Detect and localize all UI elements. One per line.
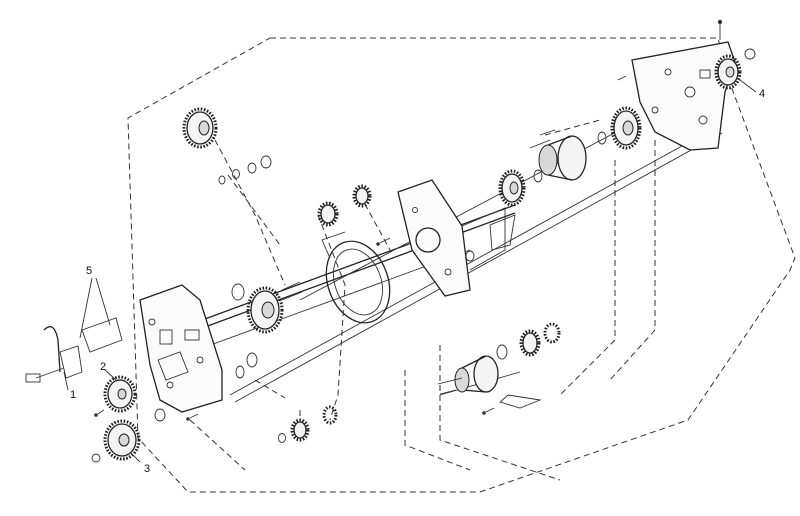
bushings-washers [91, 48, 756, 463]
gear-lower-right [519, 322, 561, 357]
inner-guide-dashed [404, 140, 656, 481]
leader-dashed-lines [140, 119, 601, 471]
motor-housing-ring [321, 231, 391, 324]
gear-top-left [182, 107, 218, 149]
gear-top-right [714, 54, 742, 90]
callout-2: 2 [100, 361, 106, 373]
motor-lower [437, 355, 499, 395]
callout-5: 5 [86, 265, 92, 277]
gear-center-small [352, 184, 372, 208]
callout-leaders [63, 79, 757, 463]
gear-right-large [610, 106, 642, 150]
right-frame-plate [631, 41, 736, 151]
gear-callout-3 [103, 419, 141, 461]
gear-mid-right [498, 169, 526, 207]
motor-upper [529, 129, 587, 181]
screws [25, 19, 723, 421]
gear-center-large [246, 286, 284, 334]
left-frame-plate [139, 284, 223, 413]
gear-center-upper [317, 201, 339, 227]
callout-1: 1 [70, 389, 76, 401]
center-frame-plate [397, 179, 506, 297]
callout-4: 4 [759, 88, 765, 100]
gear-callout-2 [103, 375, 137, 413]
callout-3: 3 [144, 463, 150, 475]
linkage-brackets [43, 214, 542, 409]
gear-bottom-center [290, 405, 338, 442]
